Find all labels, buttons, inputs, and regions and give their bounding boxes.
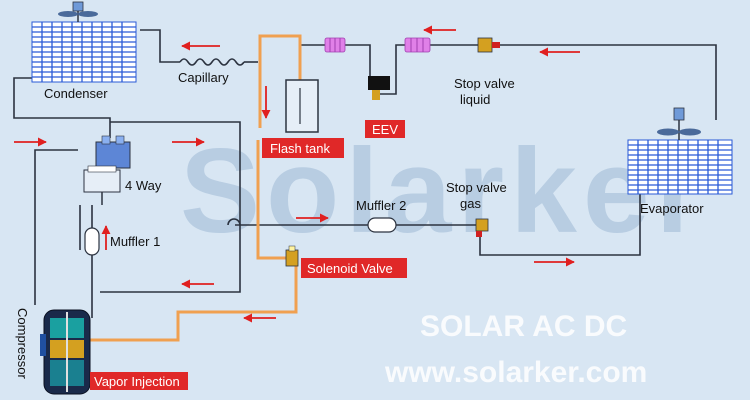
condenser-label: Condenser [44, 86, 108, 101]
eev-valve [368, 76, 390, 100]
eev-tag [365, 120, 405, 138]
muffler-2-label: Muffler 2 [356, 198, 406, 213]
solenoid-valve-label: Solenoid Valve [307, 261, 393, 276]
vapor-injection-label: Vapor Injection [94, 374, 180, 389]
evaporator-coil [627, 107, 733, 195]
eev-label: EEV [372, 122, 398, 137]
compressor [40, 309, 91, 395]
filter-2 [404, 37, 431, 53]
four-way-label: 4 Way [125, 178, 162, 193]
watermark-line1: SOLAR AC DC [420, 310, 627, 343]
stop-valve-liquid-label-2: liquid [460, 92, 490, 107]
stop-valve-gas-label-1: Stop valve [446, 180, 507, 195]
compressor-label: Compressor [15, 308, 30, 379]
muffler-1-label: Muffler 1 [110, 234, 160, 249]
flow-arrows [14, 25, 580, 323]
condenser-coil [31, 1, 137, 83]
stop-valve-liquid-label-1: Stop valve [454, 76, 515, 91]
solenoid-valve-tag [301, 258, 407, 278]
stop-valve-gas [475, 218, 489, 237]
solenoid-valve [285, 245, 299, 267]
flash-tank [285, 79, 319, 133]
muffler-1 [84, 227, 100, 256]
flash-tank-label: Flash tank [270, 141, 330, 156]
filter-1 [324, 37, 346, 53]
evaporator-label: Evaporator [640, 201, 704, 216]
vapor-injection-tag [90, 372, 188, 390]
pipe-network [13, 29, 717, 318]
capillary-label: Capillary [178, 70, 229, 85]
four-way-valve [83, 135, 131, 205]
stop-valve-gas-label-2: gas [460, 196, 481, 211]
watermark-line2: www.solarker.com [384, 356, 647, 389]
stop-valve-liquid [477, 37, 500, 53]
muffler-2 [367, 217, 397, 233]
flash-tank-tag [262, 138, 344, 158]
